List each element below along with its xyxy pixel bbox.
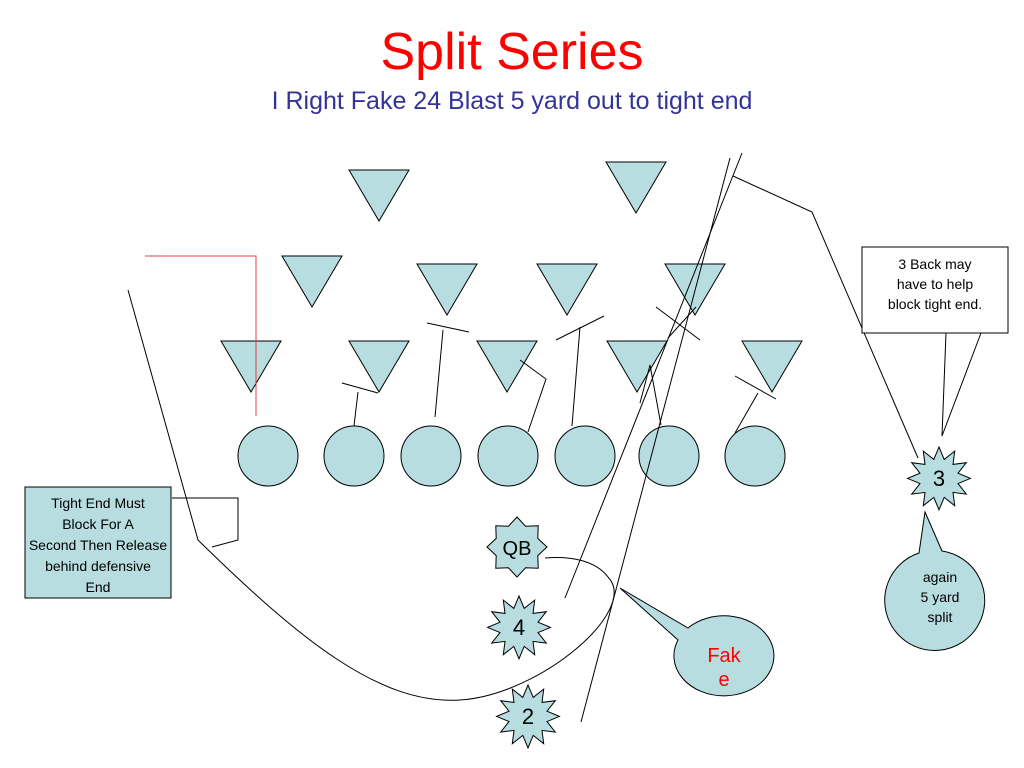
back-4-star <box>486 594 552 661</box>
slide-subtitle: I Right Fake 24 Blast 5 yard out to tigh… <box>271 87 753 115</box>
backfield <box>486 445 972 750</box>
offensive-line <box>237 425 786 487</box>
routes <box>127 152 919 723</box>
lineman-5 <box>554 425 616 487</box>
defender-dl-1 <box>220 340 282 393</box>
lineman-4 <box>477 425 539 487</box>
qb-label: QB <box>503 538 532 560</box>
defender-lb-3 <box>536 263 598 316</box>
lineman-1 <box>237 425 299 487</box>
block-t-5 <box>555 315 605 341</box>
route-diagonal-1 <box>564 152 743 599</box>
defender-dl-5 <box>741 340 803 393</box>
defender-dl-4 <box>606 340 668 393</box>
route-red <box>145 255 257 416</box>
fake-callout-shape <box>619 587 775 697</box>
defender-dl-2 <box>348 340 410 393</box>
slide-title: Split Series <box>380 23 644 81</box>
again-split-callout-shape <box>884 510 986 651</box>
three-back-callout-pointer <box>941 332 982 437</box>
block-line-2 <box>353 391 359 427</box>
lineman-2 <box>323 425 385 487</box>
route-3-back <box>732 175 919 459</box>
lineman-3 <box>400 425 462 487</box>
defender-safety-left <box>348 169 410 222</box>
route-diagonal-2 <box>580 157 731 723</box>
defender-lb-1 <box>281 255 343 308</box>
block-line-3 <box>434 329 444 418</box>
block-t-2 <box>341 382 379 394</box>
back-4-label: 4 <box>513 615 525 640</box>
qb-star <box>486 516 548 578</box>
defender-safety-right <box>605 161 667 214</box>
back-2-label: 2 <box>522 704 534 729</box>
lineman-7 <box>724 425 786 487</box>
block-line-6 <box>639 364 662 426</box>
tight-end-callout-box <box>24 486 172 599</box>
block-t-6b <box>667 306 697 339</box>
back-2-star <box>495 683 561 750</box>
defender-lb-2 <box>416 263 478 316</box>
defense <box>220 161 803 393</box>
block-t-3 <box>426 322 470 333</box>
block-t-6a <box>655 306 701 341</box>
back-3-star <box>906 445 972 512</box>
three-back-callout-box <box>861 246 1009 334</box>
back-3-label: 3 <box>933 466 945 491</box>
block-line-4 <box>519 359 547 433</box>
defender-dl-3 <box>476 340 538 393</box>
route-tight-end <box>127 289 615 701</box>
block-line-7 <box>734 392 759 434</box>
block-t-7 <box>734 375 777 400</box>
block-line-5 <box>571 326 581 427</box>
lineman-6 <box>638 425 700 487</box>
tight-end-callout-pointer <box>172 497 239 548</box>
